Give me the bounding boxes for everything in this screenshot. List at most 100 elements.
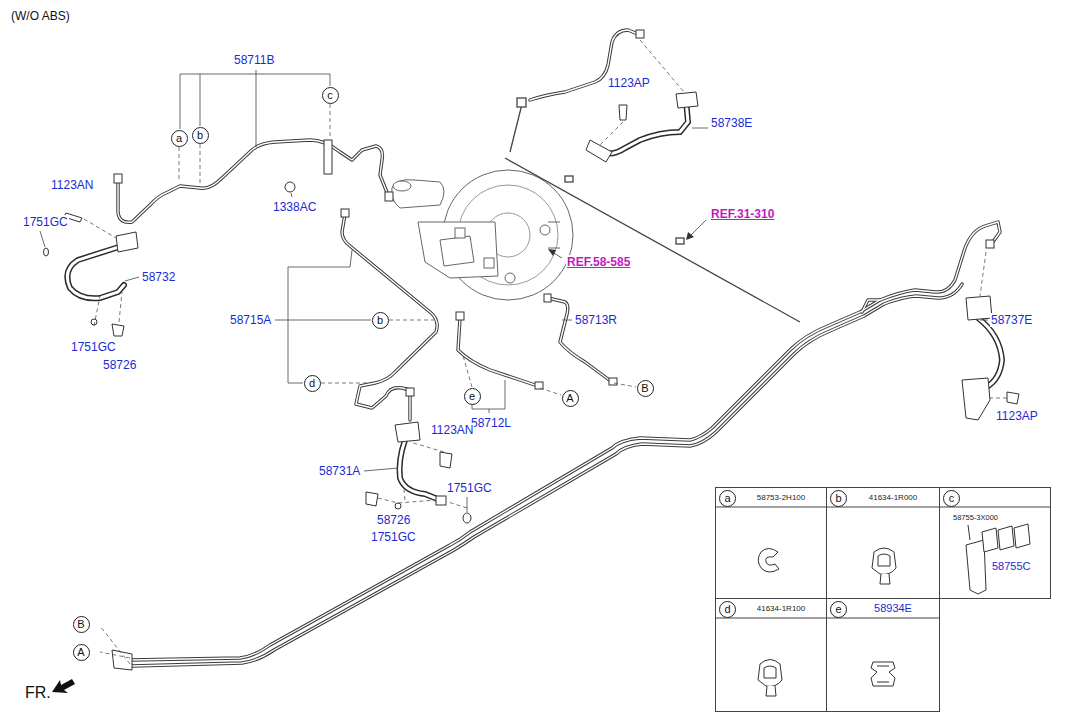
solid-leader <box>291 193 292 197</box>
brake-booster <box>484 258 494 268</box>
dashed-leader <box>378 498 436 503</box>
brake-hose-core <box>67 100 1002 500</box>
callout-letter-text: e <box>469 390 475 402</box>
callout-letter: A <box>562 390 579 407</box>
solid-leader <box>489 409 490 413</box>
brake-pipe-outline <box>118 30 1000 666</box>
callout-letter: A <box>73 644 90 661</box>
cell-part-number: 58755-3X000 <box>953 514 998 523</box>
table-grid <box>715 507 1051 618</box>
fittings-and-brackets <box>463 513 471 523</box>
parking-cable <box>565 176 573 182</box>
callout-letter-text: d <box>309 377 315 389</box>
brake-pipe-outline <box>118 140 388 222</box>
brake-booster <box>392 180 444 208</box>
callout-letter: a <box>171 130 188 147</box>
cell-part-number: 41634-1R100 <box>738 604 824 613</box>
dashed-leader <box>462 352 472 387</box>
fittings-and-brackets <box>586 140 612 162</box>
brake-hose-outline <box>67 245 125 298</box>
fittings-and-brackets <box>986 240 994 248</box>
fittings-and-brackets <box>385 192 393 201</box>
fittings-and-brackets <box>395 422 420 442</box>
fittings-and-brackets <box>636 30 644 38</box>
dashed-leader <box>389 320 434 321</box>
dashed-leader <box>448 502 467 508</box>
part-number: 1751GC <box>446 481 493 495</box>
dashed-leader <box>119 292 122 322</box>
part-number: 58732 <box>141 270 176 284</box>
brake-pipe-core <box>130 222 1000 660</box>
fittings-and-brackets <box>112 650 132 670</box>
dashed-leader <box>614 383 636 387</box>
reference-label: REF.31-310 <box>710 207 775 221</box>
fittings-and-brackets <box>116 232 138 252</box>
fittings-and-brackets <box>114 174 122 183</box>
callout-letter: d <box>304 375 321 392</box>
reference-arrowhead <box>548 232 694 256</box>
dashed-leader <box>540 388 561 395</box>
part-number: 1751GC <box>22 215 69 229</box>
table-grid <box>715 618 939 619</box>
clip-icon <box>880 574 890 584</box>
clip-icon <box>872 548 896 574</box>
fittings-and-brackets <box>44 30 1020 670</box>
callout-letter: e <box>830 601 847 618</box>
brake-pipe-outline <box>342 214 437 420</box>
solid-leader <box>288 267 303 383</box>
fittings-and-brackets <box>962 378 990 420</box>
callout-letter: b <box>830 490 847 507</box>
clip-icon <box>877 666 889 682</box>
fittings-and-brackets <box>112 324 124 336</box>
fittings-and-brackets <box>966 296 992 320</box>
callout-letter: c <box>943 490 960 507</box>
reference-arrowhead <box>548 249 556 256</box>
brake-booster <box>455 228 465 238</box>
cell-part-number: 41634-1R000 <box>849 493 937 502</box>
part-number: 1123AN <box>50 178 94 192</box>
part-number: 58737E <box>990 313 1033 327</box>
solid-leader <box>180 74 330 75</box>
part-number: 58715A <box>229 313 272 327</box>
clip-icon <box>878 554 890 566</box>
brake-pipe-core <box>132 284 962 666</box>
brake-pipe-outline <box>458 318 538 386</box>
solid-leader <box>256 70 257 147</box>
reference-arrowhead <box>686 232 694 240</box>
solid-leader <box>692 128 708 129</box>
solid-leader <box>330 74 331 86</box>
fittings-and-brackets <box>619 105 627 120</box>
callout-letter-text: A <box>77 646 84 658</box>
fittings-and-brackets <box>676 92 698 108</box>
brake-booster <box>505 273 515 283</box>
parking-cable <box>517 98 526 107</box>
table-cell: 41634-1R100d <box>715 598 827 712</box>
callout-letter-text: B <box>641 382 648 394</box>
clip-icon <box>982 528 998 552</box>
clip-icon <box>998 526 1014 550</box>
front-direction-label: FR. <box>24 684 52 702</box>
part-number: 1751GC <box>370 530 417 544</box>
clip-icon <box>1014 524 1030 548</box>
brake-pipe-core <box>862 300 880 312</box>
diagram-title: (W/O ABS) <box>10 9 71 23</box>
fittings-and-brackets <box>1007 392 1019 404</box>
solid-leader <box>200 74 201 126</box>
cell-part-number: 58753-2H100 <box>738 493 824 502</box>
dashed-leader <box>179 147 180 182</box>
dashed-leader <box>94 296 100 326</box>
reference-label: REF.58-585 <box>566 255 631 269</box>
parking-cable <box>505 158 800 322</box>
brake-pipe-core <box>118 140 388 222</box>
part-number: 1123AP <box>995 409 1039 423</box>
brake-hose-core <box>978 318 1002 388</box>
fittings-and-brackets <box>406 388 414 396</box>
brake-booster <box>443 170 573 300</box>
brake-pipe-outline <box>130 222 1000 660</box>
parking-cable <box>510 104 522 152</box>
solid-leader <box>125 277 139 281</box>
callout-letter: a <box>719 490 736 507</box>
dashed-leader <box>330 104 331 138</box>
